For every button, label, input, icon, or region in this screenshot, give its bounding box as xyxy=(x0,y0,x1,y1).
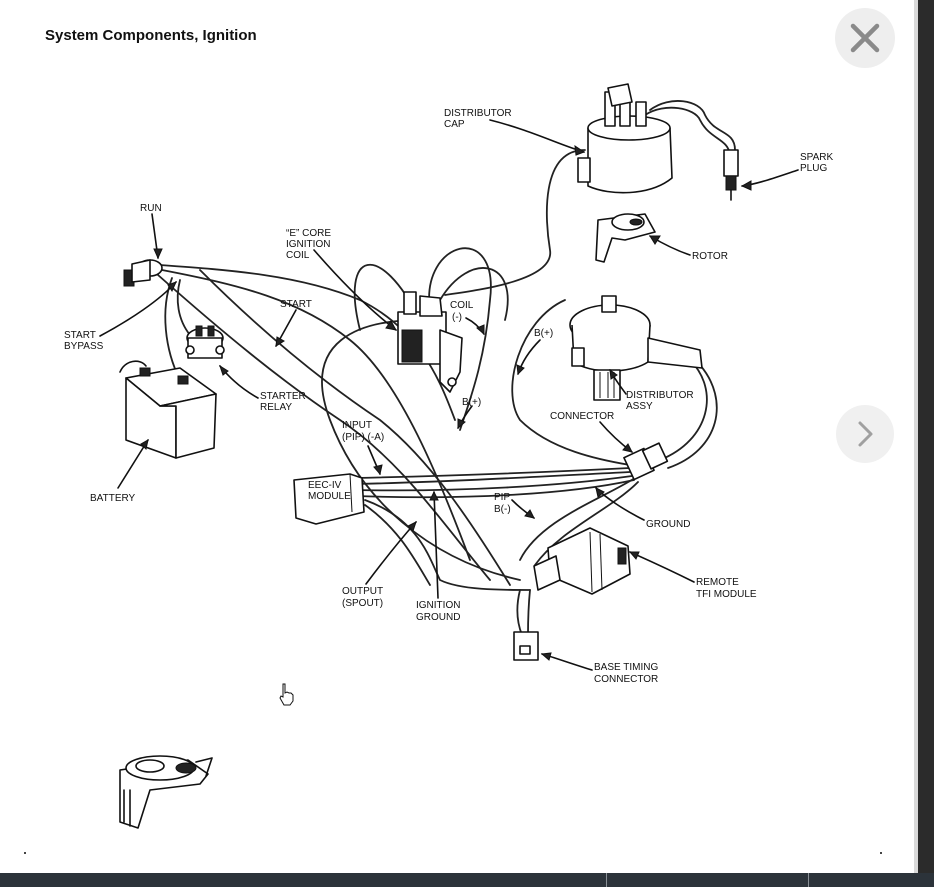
label-input-pip: (PIP) (-A) xyxy=(342,432,384,443)
label-e-core-coil: COIL xyxy=(286,250,310,261)
label-start-bypass: START xyxy=(64,330,96,341)
distributor-assy xyxy=(569,295,703,401)
wiring-harness xyxy=(157,100,736,636)
hand-cursor-icon xyxy=(279,683,294,706)
rotor xyxy=(595,213,656,263)
label-e-core-coil: IGNITION xyxy=(286,239,330,250)
label-coil-negative: COIL xyxy=(450,300,474,311)
label-battery: BATTERY xyxy=(90,493,136,504)
close-icon xyxy=(850,23,880,53)
distributor-cap xyxy=(577,83,673,194)
label-remote-tfi-module: TFI MODULE xyxy=(696,589,757,600)
label-ignition-ground: GROUND xyxy=(416,612,460,623)
label-ground: GROUND xyxy=(646,519,690,530)
eec-iv-module xyxy=(293,473,365,525)
ignition-switch xyxy=(123,259,163,287)
starter-relay xyxy=(185,325,225,359)
next-image-button[interactable] xyxy=(836,405,894,463)
label-connector: CONNECTOR xyxy=(550,411,614,422)
ignition-diagram: DISTRIBUTOR CAP SPARK PLUG ROTOR RUN “E”… xyxy=(64,83,833,829)
page-mark xyxy=(24,852,26,854)
label-rotor: ROTOR xyxy=(692,251,728,262)
label-spark-plug: PLUG xyxy=(800,163,827,174)
label-distributor-cap: CAP xyxy=(444,119,465,130)
label-starter-relay: RELAY xyxy=(260,402,292,413)
label-base-timing-connector: BASE TIMING xyxy=(594,662,658,673)
label-pip-b-minus: B(-) xyxy=(494,504,511,515)
label-b-plus-lower: B(+) xyxy=(462,397,481,408)
label-output-spout: (SPOUT) xyxy=(342,598,383,609)
base-timing-connector xyxy=(513,631,539,661)
label-ignition-ground: IGNITION xyxy=(416,600,460,611)
window-edge xyxy=(914,0,934,887)
toolbar-divider xyxy=(606,873,607,887)
harness-connector xyxy=(623,442,669,481)
scrollbar-track[interactable] xyxy=(914,0,918,873)
leader-lines xyxy=(99,119,799,671)
diagram-title: System Components, Ignition xyxy=(45,27,257,44)
label-distributor-cap: DISTRIBUTOR xyxy=(444,108,512,119)
label-run: RUN xyxy=(140,203,162,214)
label-start: START xyxy=(280,299,312,310)
page-mark xyxy=(880,852,882,854)
label-distributor-assy: DISTRIBUTOR xyxy=(626,390,694,401)
battery xyxy=(119,360,217,459)
spark-plug xyxy=(723,149,739,201)
label-e-core-coil: “E” CORE xyxy=(286,228,331,239)
label-input-pip: INPUT xyxy=(342,420,372,431)
label-distributor-assy: ASSY xyxy=(626,401,653,412)
label-eec-iv-module: MODULE xyxy=(308,491,351,502)
component-labels: DISTRIBUTOR CAP SPARK PLUG ROTOR RUN “E”… xyxy=(64,108,833,685)
close-button[interactable] xyxy=(835,8,895,68)
label-starter-relay: STARTER xyxy=(260,391,306,402)
label-remote-tfi-module: REMOTE xyxy=(696,577,739,588)
tfi-module xyxy=(533,527,631,595)
label-output-spout: OUTPUT xyxy=(342,586,383,597)
image-viewer: System Components, Ignition xyxy=(24,27,882,854)
label-spark-plug: SPARK xyxy=(800,152,833,163)
rotor-thumbnail xyxy=(119,755,213,829)
ignition-coil xyxy=(397,291,463,393)
chevron-right-icon xyxy=(858,421,873,447)
label-base-timing-connector: CONNECTOR xyxy=(594,674,658,685)
label-start-bypass: BYPASS xyxy=(64,341,104,352)
label-coil-negative: (-) xyxy=(452,312,462,323)
label-b-plus-upper: B(+) xyxy=(534,328,553,339)
toolbar-divider xyxy=(808,873,809,887)
label-eec-iv-module: EEC-IV xyxy=(308,480,342,491)
label-pip-b-minus: PIP xyxy=(494,492,510,503)
bottom-toolbar xyxy=(0,873,934,887)
